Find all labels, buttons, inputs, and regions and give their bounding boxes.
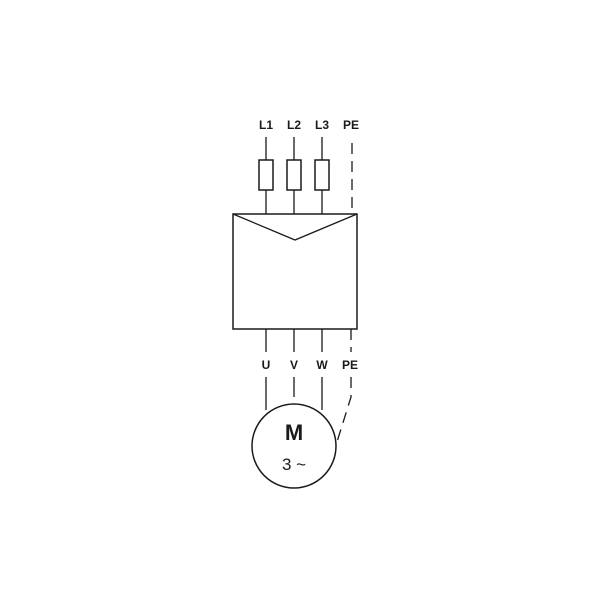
terminal-label-l3: L3 xyxy=(315,118,329,132)
terminal-label-l2: L2 xyxy=(287,118,301,132)
terminal-label-pe-supply: PE xyxy=(343,118,359,132)
terminal-label-w: W xyxy=(316,358,328,372)
motor-circle xyxy=(251,403,337,489)
terminal-label-pe-output: PE xyxy=(342,358,358,372)
motor-phase-label: 3 ~ xyxy=(282,455,306,474)
wire-pe-motor xyxy=(335,377,352,446)
terminal-label-u: U xyxy=(262,358,271,372)
motor-symbol-label: M xyxy=(285,420,303,445)
fuse-l1 xyxy=(258,159,274,191)
fuse-l2 xyxy=(286,159,302,191)
controller-chevron xyxy=(232,213,358,241)
controller-box xyxy=(232,213,358,330)
fuse-l3 xyxy=(314,159,330,191)
terminal-label-v: V xyxy=(290,358,298,372)
terminal-label-l1: L1 xyxy=(259,118,273,132)
